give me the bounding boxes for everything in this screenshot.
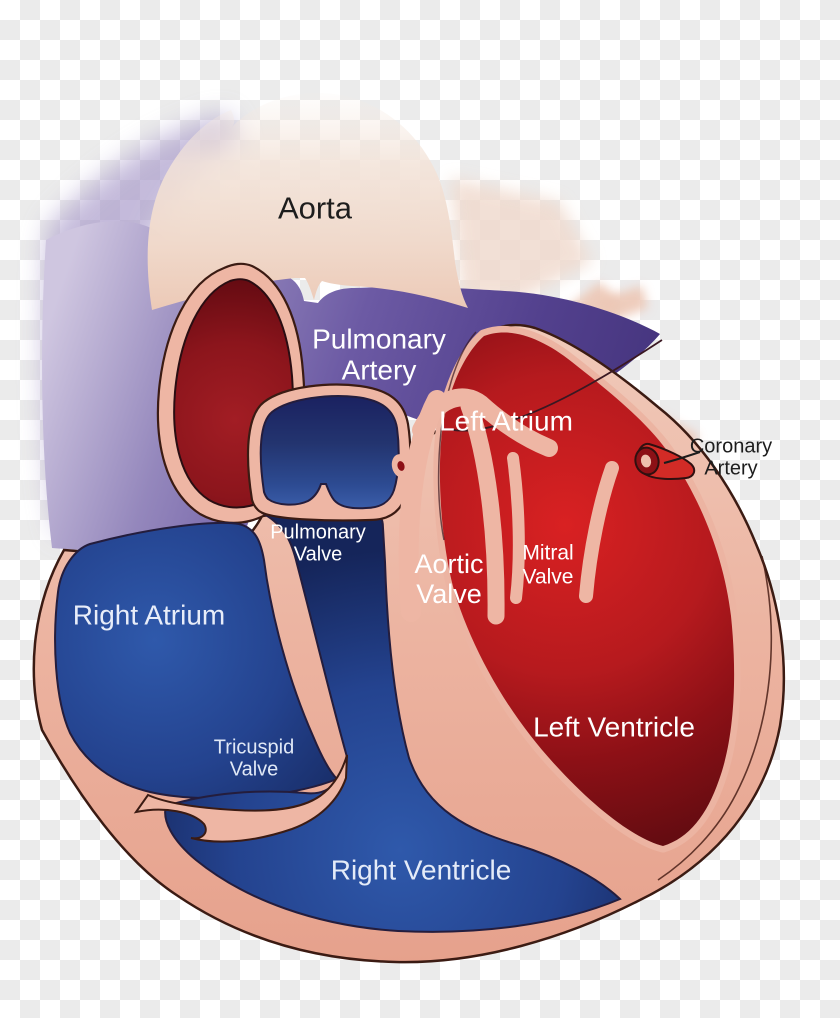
right-atrium-chamber (54, 521, 339, 800)
coronary-artery-pointer-line (663, 451, 701, 464)
tricuspid-valve-leaflets (133, 754, 348, 843)
aortic-root-knob-core (397, 461, 405, 471)
mitral-valve-leaflet-right (579, 461, 619, 603)
aortic-valve-cusp-right (460, 397, 505, 625)
wall-inner-contour (657, 555, 772, 881)
left-atrium-left-contour (437, 331, 477, 541)
pulmonary-valve-chamber (259, 395, 400, 510)
mitral-valve-leaflet-left (507, 452, 525, 604)
coronary-artery-lumen (640, 454, 652, 468)
aorta-shape (147, 93, 469, 310)
faded-vessel-stub (450, 178, 592, 300)
aortic-root-arch (412, 388, 558, 457)
